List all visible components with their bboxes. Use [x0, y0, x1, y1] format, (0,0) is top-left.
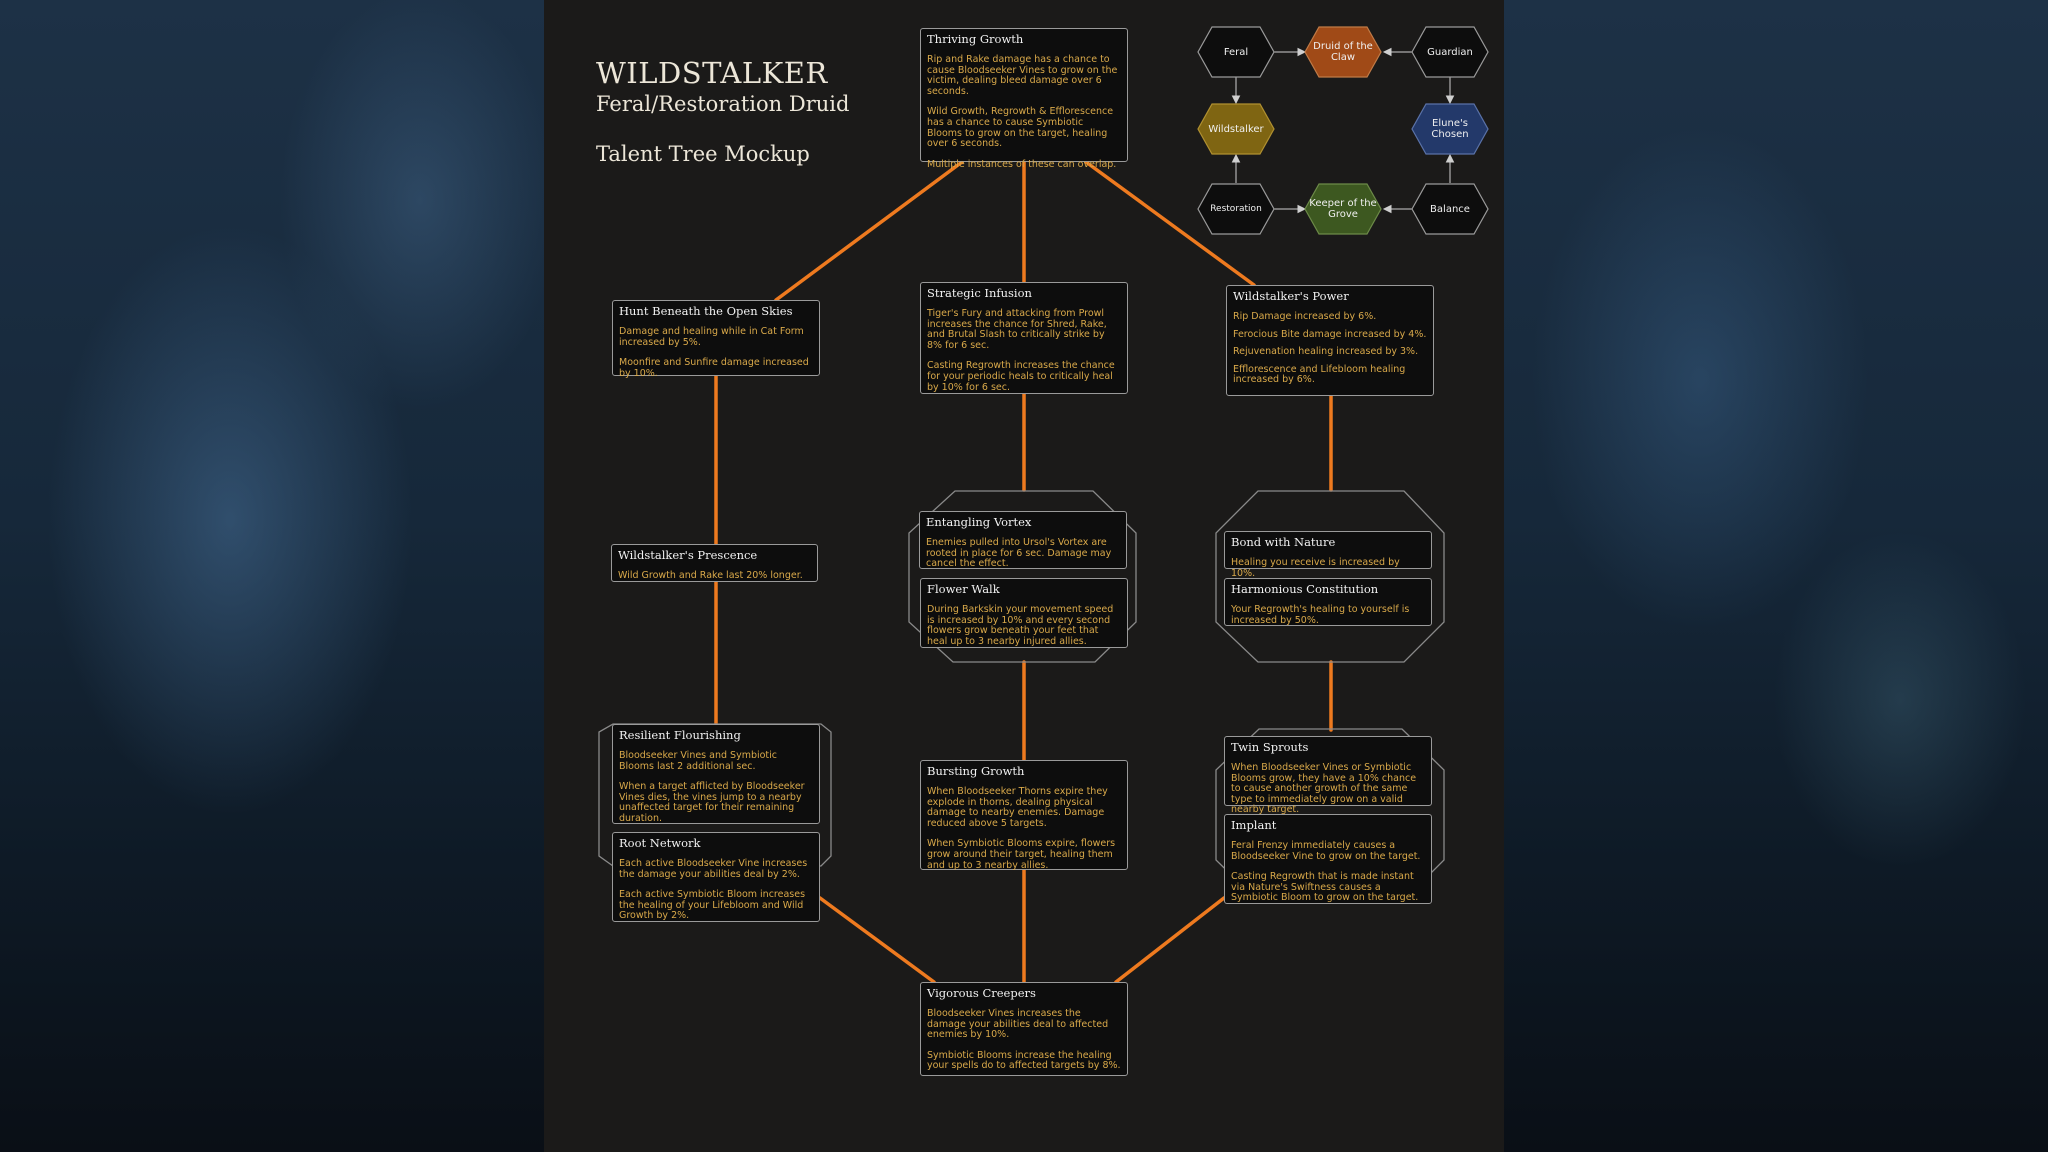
talent-name: Wildstalker's Prescence: [618, 548, 758, 562]
talent-description: Enemies pulled into Ursol's Vortex are r…: [926, 537, 1112, 570]
talent-harmonious-constitution[interactable]: Harmonious Constitution Your Regrowth's …: [1224, 578, 1432, 626]
talent-description: Ferocious Bite damage increased by 4%.: [1233, 328, 1427, 340]
talent-description: Damage and healing while in Cat Form inc…: [619, 326, 804, 348]
connector-root-vigorous: [818, 896, 936, 984]
arrow-icon: [1445, 95, 1455, 105]
hex-feral: [1197, 26, 1275, 78]
arrow-icon: [1297, 204, 1307, 214]
arrow-icon: [1382, 47, 1392, 57]
page-caption: Talent Tree Mockup: [596, 142, 810, 166]
talent-flower-walk[interactable]: Flower Walk During Barkskin your movemen…: [920, 578, 1128, 648]
talent-description: When Bloodseeker Vines or Symbiotic Bloo…: [1231, 762, 1417, 816]
talent-name: Thriving Growth: [927, 32, 1024, 46]
talent-bursting-growth[interactable]: Bursting Growth When Bloodseeker Thorns …: [920, 760, 1128, 870]
talent-description: Each active Bloodseeker Vine increases t…: [619, 858, 808, 880]
hex-druid-of-the-claw: [1304, 26, 1382, 78]
hex-guardian: [1411, 26, 1489, 78]
talent-description: Rip and Rake damage has a chance to caus…: [927, 54, 1118, 97]
talent-name: Bond with Nature: [1231, 535, 1336, 549]
talent-resilient-flourishing[interactable]: Resilient Flourishing Bloodseeker Vines …: [612, 724, 820, 824]
arrow-icon: [1231, 153, 1241, 163]
connector-thriving-power: [1084, 160, 1256, 287]
arrow-icon: [1382, 204, 1392, 214]
choice-frame-vortex-flower: [908, 490, 1137, 663]
talent-description: Efflorescence and Lifebloom healing incr…: [1233, 363, 1406, 386]
talent-vigorous-creepers[interactable]: Vigorous Creepers Bloodseeker Vines incr…: [920, 982, 1128, 1076]
talent-description: Bloodseeker Vines increases the damage y…: [927, 1008, 1109, 1041]
talent-thriving-growth[interactable]: Thriving Growth Rip and Rake damage has …: [920, 28, 1128, 169]
talent-description: Your Regrowth's healing to yourself is i…: [1231, 604, 1410, 626]
arrow-icon: [1297, 47, 1307, 57]
talent-name: Twin Sprouts: [1231, 740, 1309, 754]
arrow-icon: [1231, 95, 1241, 105]
talent-twin-sprouts[interactable]: Twin Sprouts When Bloodseeker Vines or S…: [1224, 736, 1432, 815]
hex-balance: [1411, 183, 1489, 235]
talent-description: Healing you receive is increased by 10%.: [1231, 557, 1400, 579]
talent-implant[interactable]: Implant Feral Frenzy immediately causes …: [1224, 814, 1432, 904]
talent-description: Each active Symbiotic Bloom increases th…: [619, 889, 806, 922]
talent-description: Rejuvenation healing increased by 3%.: [1233, 346, 1419, 358]
hex-label-restoration: Restoration: [1210, 203, 1262, 214]
talent-name: Implant: [1231, 818, 1277, 832]
talent-name: Vigorous Creepers: [927, 986, 1036, 1000]
talent-description: Tiger's Fury and attacking from Prowl in…: [927, 308, 1107, 351]
page-subtitle: Feral/Restoration Druid: [596, 92, 850, 116]
page-title: WILDSTALKER: [596, 56, 828, 90]
arrow-icon: [1445, 153, 1455, 163]
hex-label-guardian: Guardian: [1427, 46, 1473, 58]
talent-description: When Bloodseeker Thorns expire they expl…: [927, 786, 1108, 829]
talent-description: Feral Frenzy immediately causes a Bloods…: [1231, 840, 1421, 862]
talent-description: Multiple instances of these can overlap.: [927, 158, 1117, 170]
talent-name: Hunt Beneath the Open Skies: [619, 304, 793, 318]
connector-thriving-hunt: [774, 160, 964, 302]
hex-restoration: [1197, 183, 1275, 235]
talent-name: Root Network: [619, 836, 701, 850]
talent-hunt-beneath-the-open-skies[interactable]: Hunt Beneath the Open Skies Damage and h…: [612, 300, 820, 379]
hex-keeper-of-the-grove: [1304, 183, 1382, 235]
talent-name: Resilient Flourishing: [619, 728, 741, 742]
talent-bond-with-nature[interactable]: Bond with Nature Healing you receive is …: [1224, 531, 1432, 578]
hex-label-druid-of-the-claw: Druid of the Claw: [1313, 41, 1373, 63]
hex-elunes-chosen: [1411, 103, 1489, 155]
talent-description: Casting Regrowth that is made instant vi…: [1231, 871, 1419, 904]
talent-name: Flower Walk: [927, 582, 1000, 596]
talent-wildstalkers-power[interactable]: Wildstalker's Power Rip Damage increased…: [1226, 285, 1434, 396]
talent-description: During Barkskin your movement speed is i…: [927, 604, 1114, 647]
talent-description: When a target afflicted by Bloodseeker V…: [619, 781, 805, 824]
talent-wildstalkers-prescence[interactable]: Wildstalker's Prescence Wild Growth and …: [611, 544, 818, 582]
hex-wildstalker: [1197, 103, 1275, 155]
talent-name: Bursting Growth: [927, 764, 1025, 778]
talent-description: Wild Growth and Rake last 20% longer.: [618, 570, 803, 581]
hex-label-balance: Balance: [1430, 203, 1470, 215]
talent-description: Symbiotic Blooms increase the healing yo…: [927, 1049, 1121, 1072]
talent-description: Rip Damage increased by 6%.: [1233, 311, 1377, 322]
choice-frame-resilient-root: [598, 723, 832, 867]
talent-description: Bloodseeker Vines and Symbiotic Blooms l…: [619, 750, 778, 772]
talent-root-network[interactable]: Root Network Each active Bloodseeker Vin…: [612, 832, 820, 922]
talent-description: Wild Growth, Regrowth & Efflorescence ha…: [927, 106, 1114, 150]
talent-description: Moonfire and Sunfire damage increased by…: [619, 357, 809, 379]
talent-description: Casting Regrowth increases the chance fo…: [927, 360, 1115, 393]
choice-frame-bond-harmonious: [1215, 490, 1445, 663]
talent-name: Wildstalker's Power: [1233, 289, 1349, 303]
talent-strategic-infusion[interactable]: Strategic Infusion Tiger's Fury and atta…: [920, 282, 1128, 394]
connector-implant-vigorous: [1114, 896, 1226, 984]
talent-name: Entangling Vortex: [926, 515, 1032, 529]
hex-label-keeper-of-the-grove: Keeper of the Grove: [1309, 198, 1377, 220]
hex-label-feral: Feral: [1223, 46, 1249, 58]
talent-name: Harmonious Constitution: [1231, 582, 1379, 596]
talent-entangling-vortex[interactable]: Entangling Vortex Enemies pulled into Ur…: [919, 511, 1127, 569]
hex-label-wildstalker: Wildstalker: [1208, 123, 1264, 135]
talent-description: When Symbiotic Blooms expire, flowers gr…: [927, 838, 1116, 871]
hex-label-elunes-chosen: Elune's Chosen: [1431, 118, 1469, 140]
talent-name: Strategic Infusion: [927, 286, 1032, 300]
